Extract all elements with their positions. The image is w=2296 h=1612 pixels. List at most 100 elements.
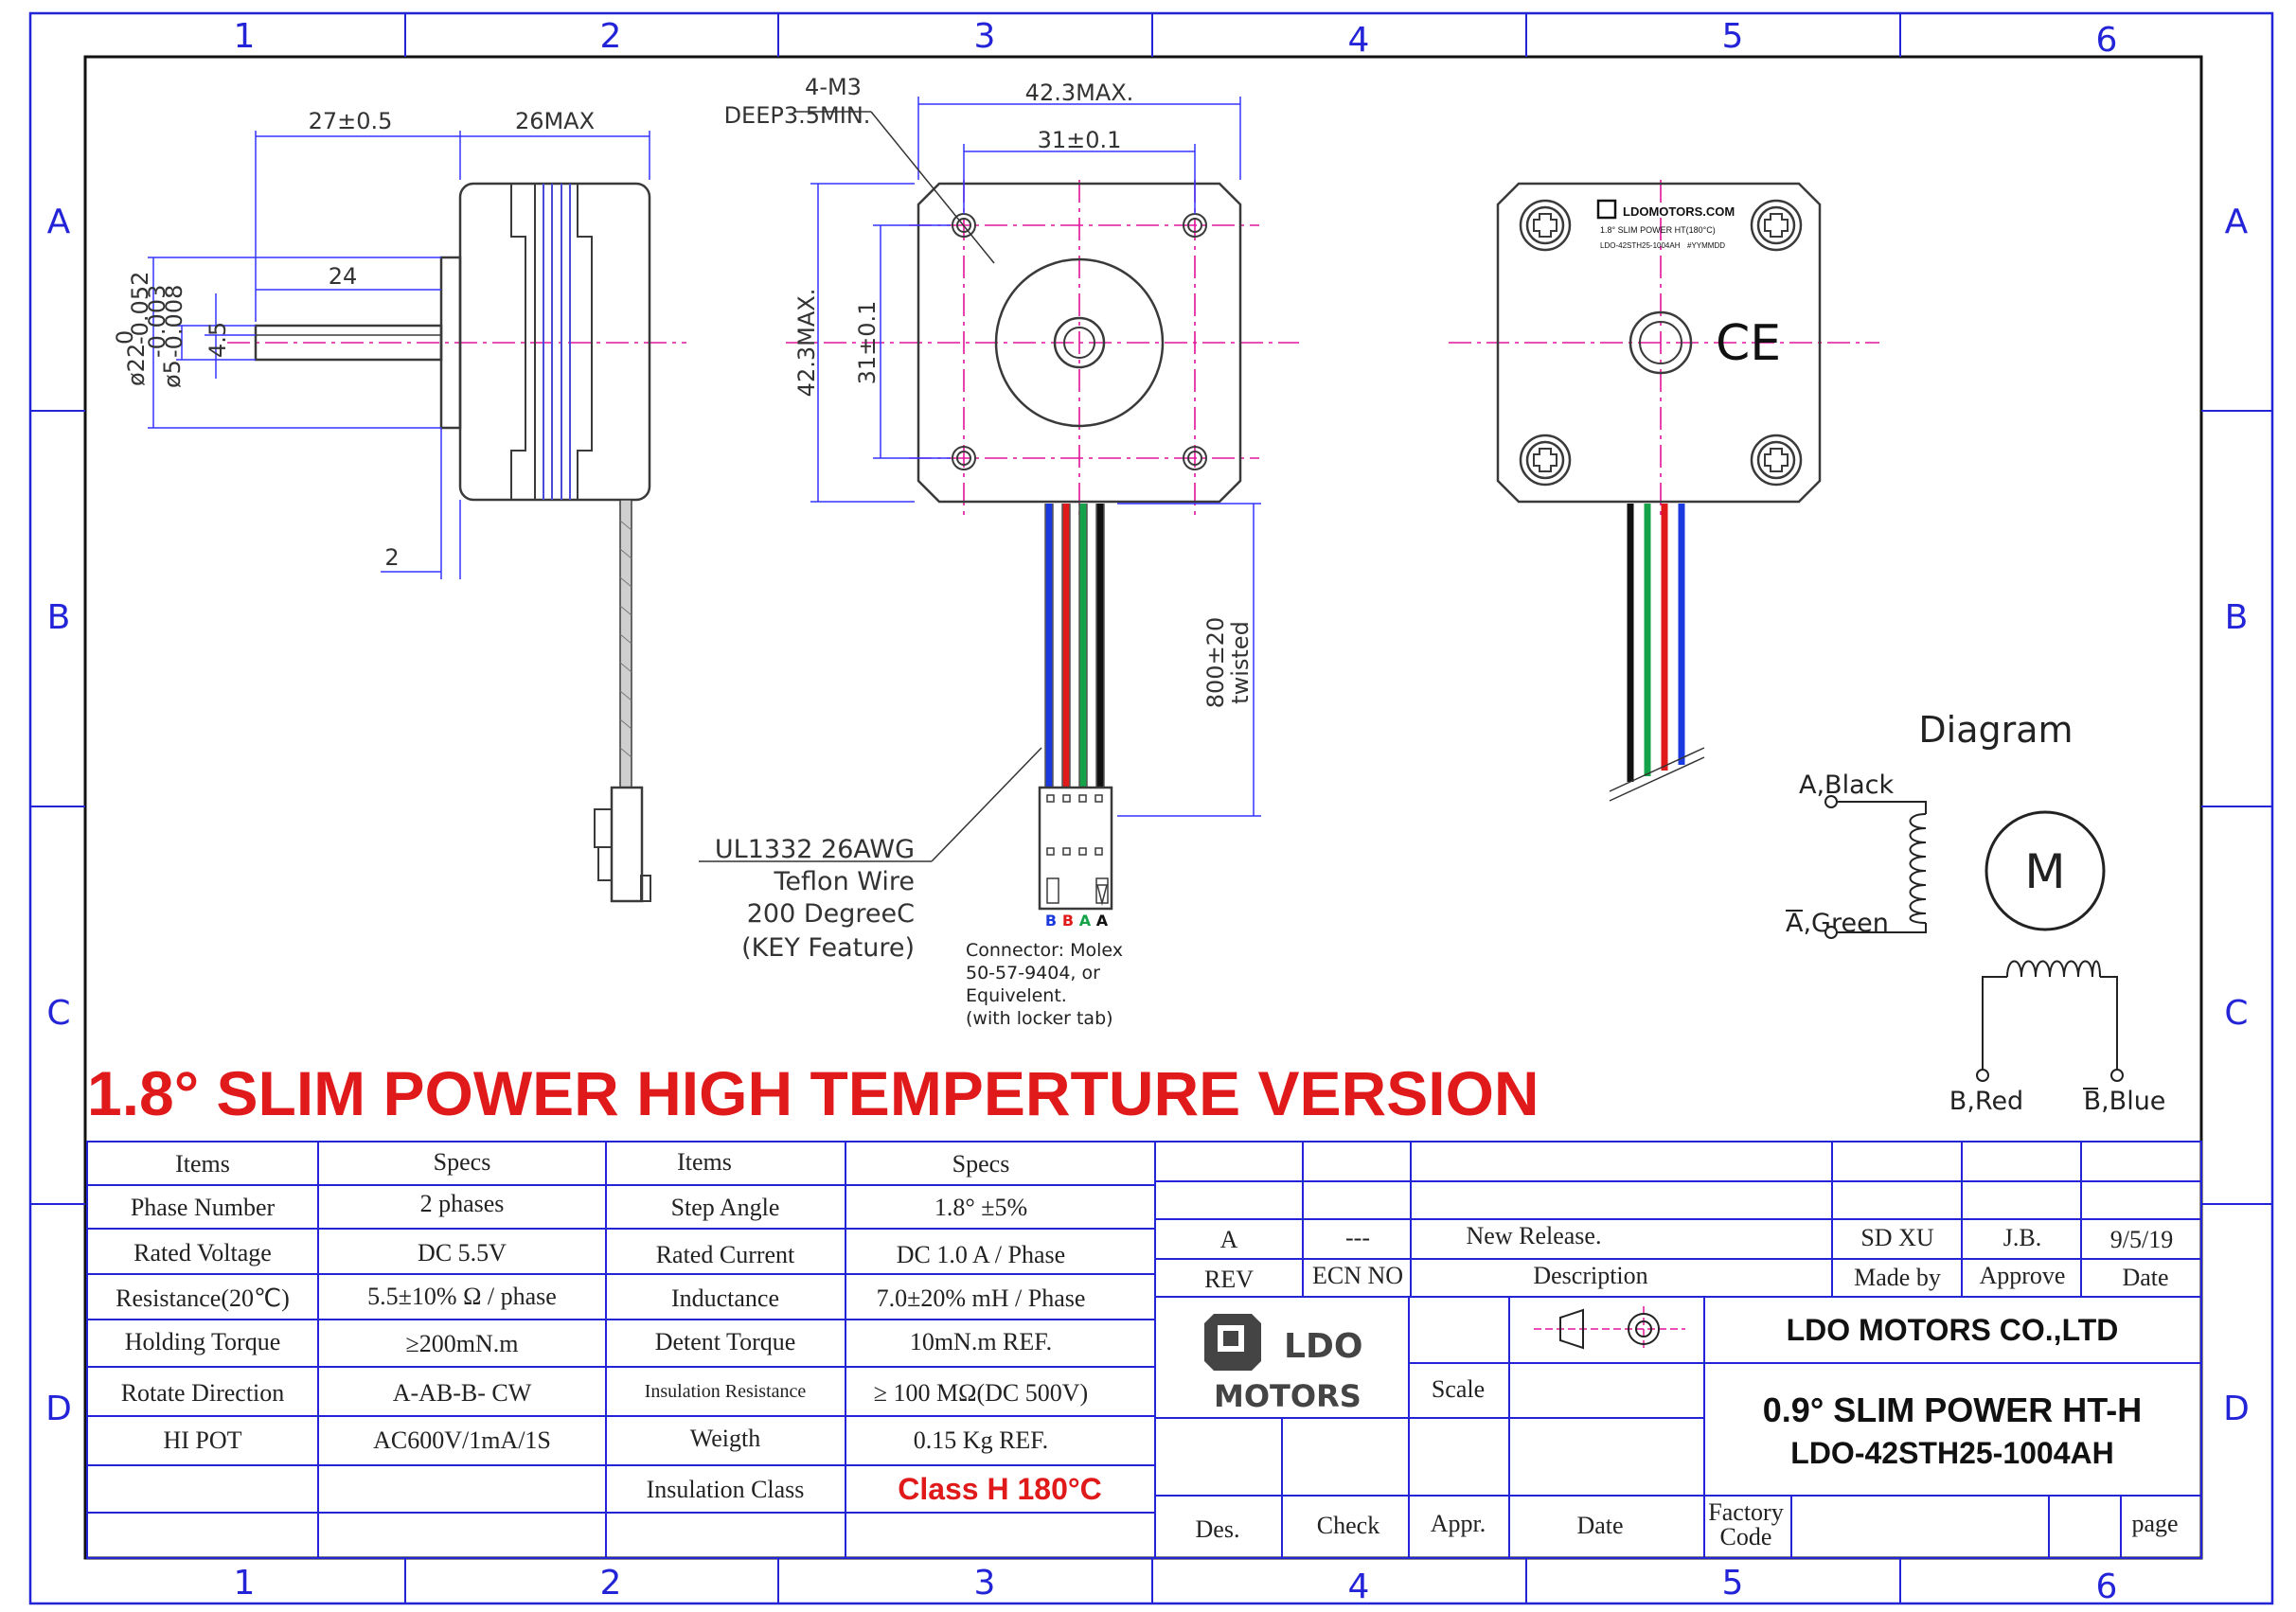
spec-value: ≥200mN.m [406,1330,519,1357]
pin-label-3: A [1079,912,1092,930]
ce-mark: CE [1716,315,1781,372]
dim-shaft-length: 27±0.5 [309,108,393,134]
spec-item: Rotate Direction [121,1379,285,1407]
revision-header-ecn: ECN NO [1312,1262,1403,1289]
spec-item: Rated Current [656,1241,795,1268]
spec-value: 5.5±10% Ω / phase [367,1283,557,1310]
col-label-top-5: 5 [1722,17,1744,56]
wire-label-2: Teflon Wire [774,867,915,896]
spec-item: Holding Torque [125,1328,281,1355]
label-factory-code-line2: Code [1720,1523,1772,1550]
spec-value-insulation-class: Class H 180°C [898,1472,1102,1506]
title-block: LDO MOTORS Scale LDO MOTORS CO.,LTD 0.9°… [1154,1296,2202,1559]
diagram-a-black: A,Black [1799,771,1894,800]
row-label-right-c: C [2224,994,2248,1033]
spec-item: Phase Number [131,1194,276,1221]
col-label-top-3: 3 [974,17,996,56]
revision-header-date: Date [2122,1264,2168,1291]
row-label-left-d: D [45,1390,72,1428]
rear-label-line2: LDO-42STH25-1004AH [1600,241,1681,250]
revision-block: A --- New Release. SD XU J.B. 9/5/19 REV… [1154,1141,2202,1298]
part-number: LDO-42STH25-1004AH [1790,1436,2113,1470]
dim-front-hole-pitch-h: 31±0.1 [1038,127,1122,153]
diagram-b-red: B,Red [1949,1087,2023,1116]
revision-ecn: --- [1345,1224,1370,1251]
spec-item: Weigth [690,1425,760,1452]
spec-value: ≥ 100 MΩ(DC 500V) [874,1379,1088,1407]
dim-lead-note: twisted [1227,621,1254,704]
dim-flat-depth: 4.5 [205,322,231,358]
col-label-top-2: 2 [600,17,622,56]
third-angle-projection-icon [1534,1306,1685,1352]
side-view: 27±0.5 26MAX 24 2 ø22 0 -0.052 ø5 -0.003… [112,108,686,903]
dim-front-height: 42.3MAX. [793,289,820,398]
connector-note-3: Equivelent. [966,985,1067,1006]
spec-item: Insulation Class [647,1476,805,1503]
rear-view: LDOMOTORS.COM 1.8° SLIM POWER HT(180°C) … [1449,180,1879,802]
dim-body-length: 26MAX [515,108,595,134]
row-label-left-c: C [46,994,70,1033]
col-label-top-6: 6 [2096,21,2118,60]
wire-label-4: (KEY Feature) [741,933,915,963]
front-view: B B A A 4-M3 DEEP3.5MIN. 42.3MAX. 31±0.1… [699,74,1299,1029]
col-label-bottom-3: 3 [974,1564,996,1603]
dim-front-hole-pitch-v: 31±0.1 [854,301,881,385]
label-factory-code-line1: Factory [1708,1498,1783,1526]
row-label-left-b: B [47,598,71,637]
revision-rev: A [1220,1226,1238,1253]
spec-item: Detent Torque [655,1328,796,1355]
col-label-bottom-4: 4 [1348,1568,1370,1606]
label-checked: Check [1317,1512,1379,1539]
spec-value: 1.8° ±5% [934,1194,1027,1221]
wire-label-1: UL1332 26AWG [715,835,915,864]
wire-label-3: 200 DegreeC [747,899,915,929]
dim-shaft-tol-lo: -0.008 [161,285,187,358]
logo-text-motors: MOTORS [1214,1378,1362,1414]
row-label-right-b: B [2225,598,2249,637]
holes-label-1: 4-M3 [805,74,862,100]
headline-title: 1.8° SLIM POWER HIGH TEMPERTURE VERSION [87,1058,1540,1128]
spec-item: HI POT [163,1426,241,1454]
revision-header-approve: Approve [1980,1262,2066,1289]
spec-value: 10mN.m REF. [910,1328,1052,1355]
spec-item: Insulation Resistance [645,1381,807,1402]
label-page: page [2131,1510,2178,1537]
wiring-diagram: Diagram A,Black A,Green M B,Red B,Blue [1786,709,2165,1116]
connector-note-1: Connector: Molex [966,940,1123,961]
spec-item: Resistance(20℃) [116,1284,290,1312]
revision-header-description: Description [1533,1262,1647,1289]
pin-label-2: B [1062,912,1074,930]
row-label-right-d: D [2223,1390,2250,1428]
specs-header-items-1: Items [175,1150,230,1178]
revision-date: 9/5/19 [2110,1226,2173,1253]
connector-note-2: 50-57-9404, or [966,963,1100,983]
col-label-bottom-1: 1 [234,1564,256,1603]
spec-value: AC600V/1mA/1S [373,1426,551,1454]
dim-shaft-tol-hi: -0.003 [144,285,170,358]
revision-approve: J.B. [2003,1224,2041,1251]
spec-value: 7.0±20% mH / Phase [877,1284,1086,1312]
logo-text-ldo: LDO [1284,1327,1362,1366]
rear-label-brand: LDOMOTORS.COM [1623,204,1735,219]
company-name: LDO MOTORS CO.,LTD [1787,1313,2119,1347]
rear-label-line1: 1.8° SLIM POWER HT(180°C) [1600,225,1716,235]
col-label-bottom-5: 5 [1722,1564,1744,1603]
motor-label: M [2024,844,2065,899]
specs-table: Items Specs Items Specs Phase Number 2 p… [86,1141,1156,1559]
dim-boss-tol-lo: -0.052 [127,272,153,345]
dim-lead-length: 800±20 [1202,617,1229,708]
spec-value: DC 5.5V [418,1239,507,1267]
pin-label-4: A [1096,912,1109,930]
rear-label-line3: #YYMMDD [1687,241,1725,250]
dim-front-width: 42.3MAX. [1025,80,1134,106]
specs-header-specs-1: Specs [434,1148,491,1176]
ldo-logo: LDO MOTORS [1204,1314,1362,1414]
spec-value: DC 1.0 A / Phase [897,1241,1065,1268]
row-label-right-a: A [2225,203,2249,241]
dim-boss-tol-hi: 0 [112,330,138,345]
dim-boss-diameter: ø22 [123,344,150,386]
pin-label-1: B [1045,912,1057,930]
row-label-left-a: A [47,203,71,241]
col-label-top-4: 4 [1348,21,1370,60]
scale-label: Scale [1432,1375,1485,1403]
